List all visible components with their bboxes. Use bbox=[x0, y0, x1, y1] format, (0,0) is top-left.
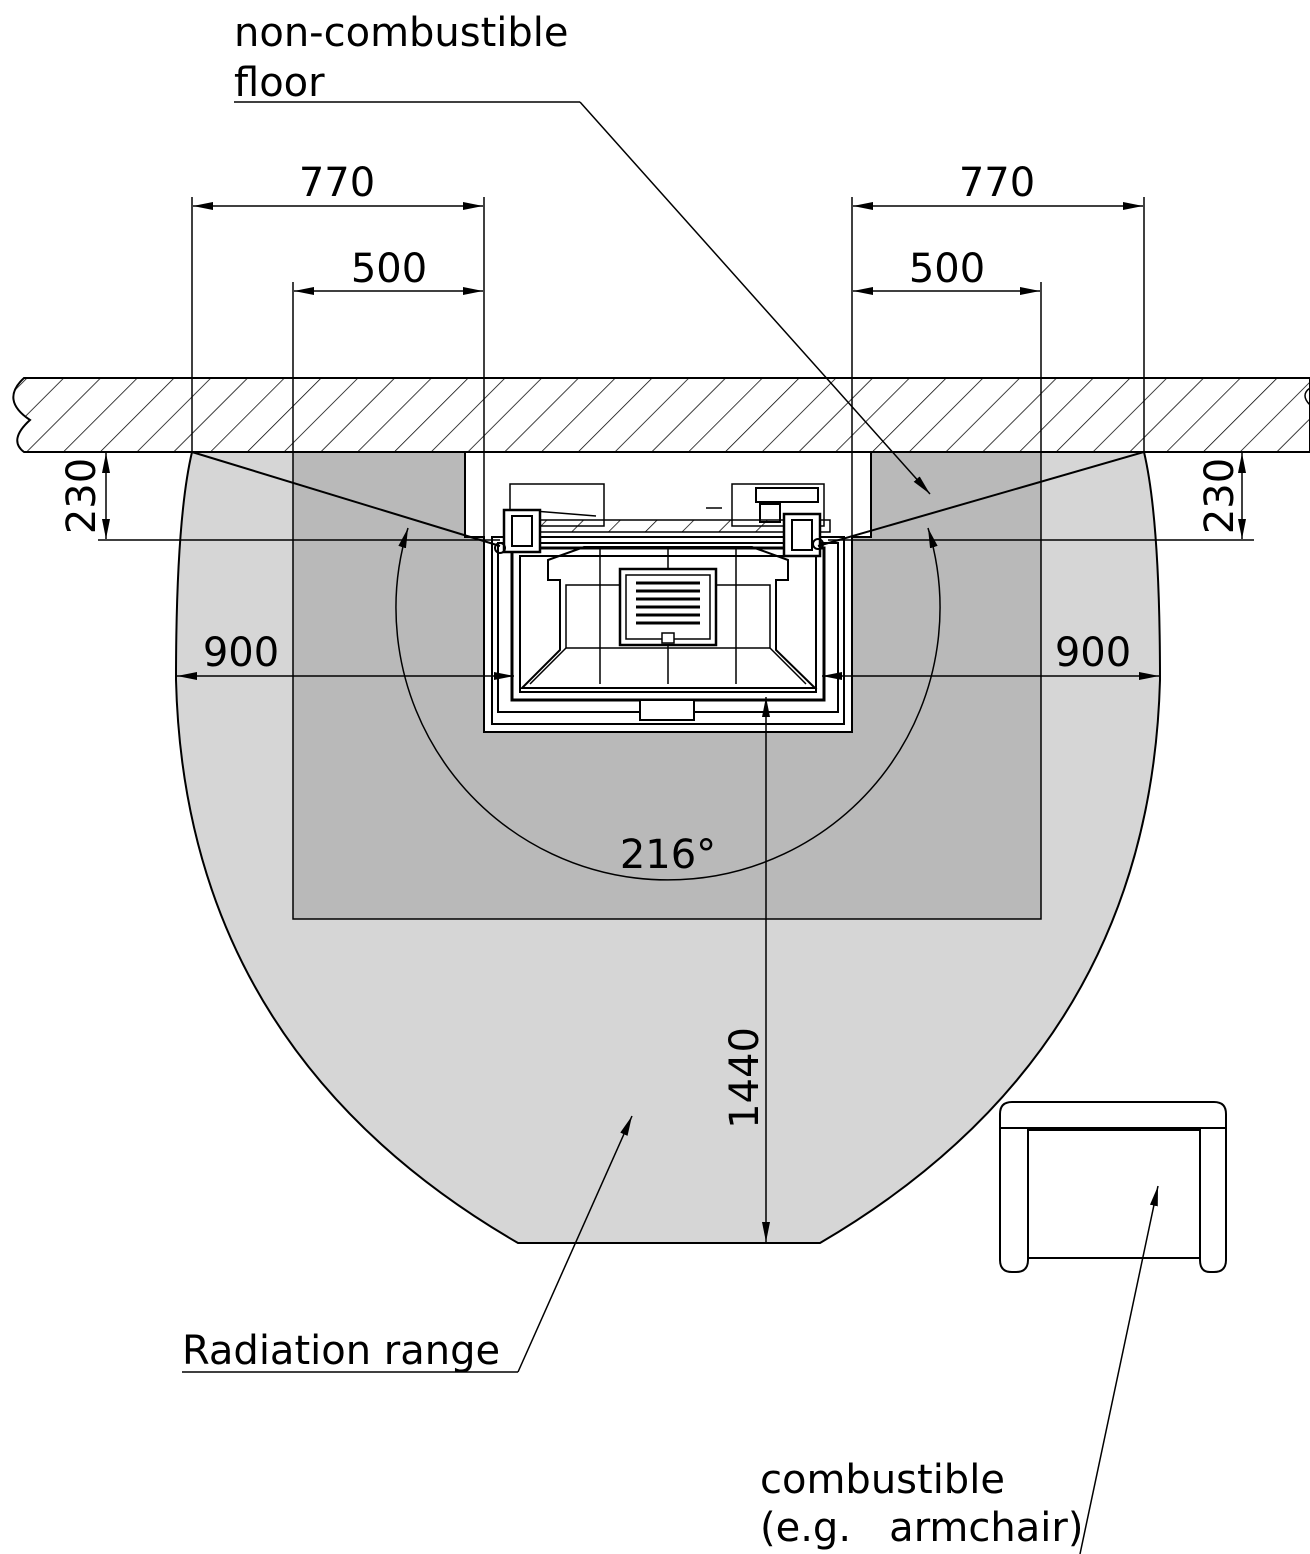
dim-left-outer: 770 bbox=[299, 160, 375, 206]
dim-right-side: 900 bbox=[1055, 630, 1131, 676]
dimension-lines bbox=[102, 202, 1246, 1242]
dim-front: 1440 bbox=[722, 1027, 768, 1129]
label-floor-line2: floor bbox=[234, 60, 325, 106]
stove bbox=[491, 483, 845, 725]
leader-radiation bbox=[182, 1115, 633, 1373]
leader-combustible bbox=[1079, 1185, 1159, 1554]
dim-left-depth: 230 bbox=[59, 458, 105, 534]
dim-left-inner: 500 bbox=[351, 246, 427, 292]
angle-arc bbox=[395, 527, 941, 881]
dim-angle: 216° bbox=[620, 832, 716, 878]
leader-floor bbox=[234, 101, 931, 495]
label-radiation-range: Radiation range bbox=[182, 1328, 500, 1374]
label-combustible-line2: (e.g. armchair) bbox=[760, 1505, 1083, 1551]
dim-right-inner: 500 bbox=[909, 246, 985, 292]
dim-right-depth: 230 bbox=[1197, 458, 1243, 534]
extension-lines bbox=[98, 197, 1254, 732]
dim-left-side: 900 bbox=[203, 630, 279, 676]
wall bbox=[12, 377, 1310, 453]
armchair bbox=[999, 1101, 1227, 1273]
dim-right-outer: 770 bbox=[959, 160, 1035, 206]
label-combustible-line1: combustible bbox=[760, 1457, 1005, 1503]
stove-grate bbox=[618, 567, 718, 647]
label-floor-line1: non-combustible bbox=[234, 10, 569, 56]
